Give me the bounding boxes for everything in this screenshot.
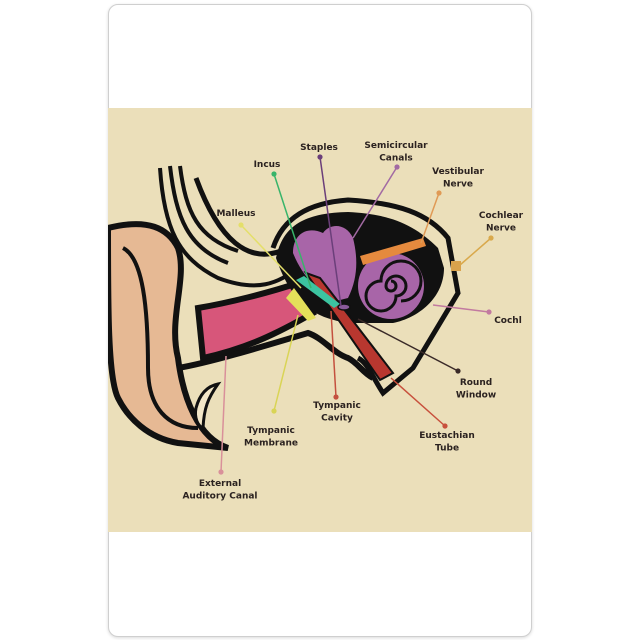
leader-dot: [488, 235, 494, 241]
leader-line: [273, 314, 299, 412]
leader-dot: [271, 408, 277, 414]
leader-line: [432, 304, 490, 313]
earlobe-curve: [194, 381, 222, 431]
leader-line: [420, 192, 440, 244]
label-text: Tympanic: [247, 426, 295, 436]
leader-line: [240, 224, 302, 289]
label-text: Incus: [254, 160, 281, 170]
leader-line: [352, 166, 398, 239]
semicircular-canals-shape: [293, 226, 357, 303]
leader-line: [273, 173, 312, 289]
label-text: External: [199, 479, 241, 489]
label-malleus: Malleus: [216, 209, 302, 289]
label-cochlea: Cochl: [432, 304, 522, 326]
leader-dot: [333, 394, 339, 400]
oval-window: [337, 303, 351, 311]
label-text: Auditory Canal: [182, 492, 257, 502]
label-text: Window: [456, 391, 496, 401]
leader-line: [459, 237, 492, 266]
leader-line: [319, 156, 342, 307]
label-incus: Incus: [254, 160, 312, 289]
label-text: Eustachian: [419, 431, 475, 441]
leader-dot: [394, 164, 400, 170]
leader-dot: [455, 368, 461, 374]
leader-line: [390, 377, 446, 427]
label-text: Canals: [379, 154, 413, 164]
leader-line: [357, 318, 459, 372]
label-staples: Staples: [300, 143, 342, 307]
temporal-bone-outline: [270, 197, 461, 397]
label-text: Round: [460, 378, 492, 388]
leader-line: [220, 355, 227, 473]
leader-dot: [218, 469, 224, 475]
cochlear-nerve-shape: [451, 261, 461, 271]
leader-line: [330, 310, 337, 398]
vestibular-nerve-shape: [360, 238, 426, 265]
canal-lower-outline: [177, 329, 375, 381]
label-text: Staples: [300, 143, 338, 153]
incus-shape: [296, 276, 340, 308]
leader-dot: [317, 154, 323, 160]
label-text: Semicircular: [364, 141, 428, 151]
label-text: Tympanic: [313, 401, 361, 411]
leader-dot: [442, 423, 448, 429]
leader-dot: [271, 171, 277, 177]
outer-ear-pinna: [108, 221, 230, 451]
label-text: Membrane: [244, 439, 298, 449]
label-text: Cavity: [321, 414, 353, 424]
label-text: Nerve: [443, 180, 473, 190]
leader-dot: [486, 309, 492, 315]
label-text: Nerve: [486, 224, 516, 234]
label-text: Tube: [435, 444, 459, 454]
malleus-shape: [286, 288, 316, 321]
cochlea-spiral: [364, 259, 423, 313]
label-text: Cochl: [494, 316, 522, 326]
leader-dot: [436, 190, 442, 196]
label-text: Vestibular: [432, 167, 484, 177]
ear-canal: [194, 279, 317, 362]
cochlea-shape: [358, 253, 424, 319]
label-text: Cochlear: [479, 211, 524, 221]
pinna-curves: [121, 165, 300, 430]
leader-dot: [238, 222, 244, 228]
label-text: Malleus: [216, 209, 255, 219]
